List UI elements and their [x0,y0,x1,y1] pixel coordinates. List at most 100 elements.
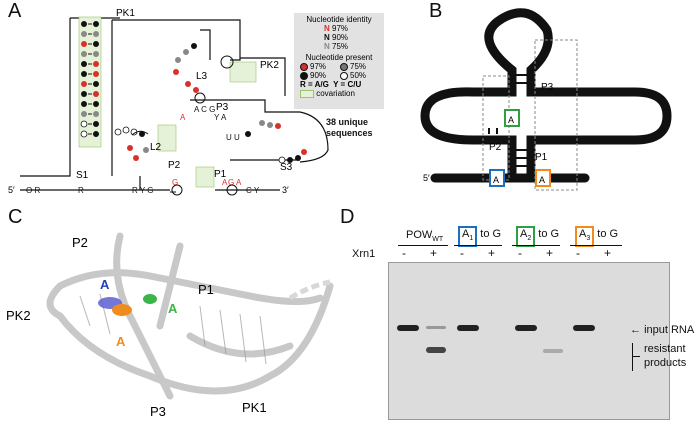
legend-present-item: 50% [340,71,380,80]
svg-text:A: A [180,113,186,122]
l3-label: L3 [196,71,208,82]
legend-identity-rows: N 97%N 90%N 75% [324,24,384,51]
band-wt-plus-product [426,347,446,353]
svg-text:R Y G: R Y G [132,186,154,195]
covariation-swatch [300,89,314,98]
input-rna-annotation: ← input RNA [630,324,694,336]
bracket-icon [632,343,637,371]
legend-identity-row: N 97% [324,24,384,33]
legend-identity-letter: N [324,33,330,42]
lane-8: + [604,246,612,260]
a3-box-label: A [539,175,545,185]
resistant-label-2: products [644,357,687,369]
lane-6: + [546,246,554,260]
legend-code-y: Y = C/U [333,80,362,89]
a2-header-sub: 2 [527,235,532,243]
group-wt-sub: WT [432,236,444,244]
p2-label-b: P2 [489,142,502,153]
a1-header-text: A [462,228,470,240]
p2-label-c: P2 [72,235,88,250]
lane-4: + [488,246,496,260]
a2-box [504,109,520,127]
legend-present-pct: 75% [350,62,367,71]
panel-c-label: C [8,206,23,228]
legend-covariation: covariation [316,89,355,98]
a1-label-c: A [100,277,110,292]
band-a2-plus-product [543,349,563,353]
legend-identity-pct: 75% [332,42,349,51]
secondary-structure-diagram: O R R R Y G C Y G A G A A C G A U U Y A … [8,8,329,196]
panel-c: C A A A P2 PK2 P1 P3 PK1 [0,206,380,429]
a2-header-label: to G [535,228,560,240]
svg-text:A: A [222,178,228,187]
a1-header-sub: 1 [469,235,474,243]
panel-a-label: A [8,0,22,22]
band-a3-minus [573,325,595,331]
legend-identity-row: N 75% [324,42,384,51]
band-a1-minus [457,325,479,331]
crystal-structure-render: A A A P2 PK2 P1 P3 PK1 [6,232,334,419]
lane-3: - [460,246,464,260]
panel-d-label: D [340,206,355,228]
svg-text:U U: U U [226,133,240,142]
svg-text:A C G: A C G [194,105,215,114]
lane-2: + [430,246,438,260]
nucleotide-legend: Nucleotide identity N 97%N 90%N 75% Nucl… [294,13,384,109]
band-wt-minus [397,325,419,331]
pk1-label-c: PK1 [242,400,267,415]
pk2-label-c: PK2 [6,308,31,323]
nucleotide-dots [114,43,307,164]
band-wt-plus-faint [426,326,446,329]
a3-box [535,169,551,187]
input-rna-label: input RNA [644,324,695,336]
group-header-a3: A3 to G [575,226,619,248]
a2-box-label: A [508,115,514,125]
p2-label: P2 [168,160,181,171]
resistant-label-1: resistant [644,343,686,355]
three-prime-label: 3′ [282,185,289,195]
legend-identity-title: Nucleotide identity [306,15,372,24]
a2-header-box: A2 [516,226,536,248]
pk1-stem [78,16,102,148]
svg-text:R: R [78,186,84,195]
svg-text:G A: G A [228,178,242,187]
a3-header-text: A [579,228,587,240]
five-prime-label-b: 5′ [423,173,430,183]
panel-b: B P3 P2 P1 5′ A A A [405,0,700,210]
legend-present-dot [300,62,308,71]
group-header-a2: A2 to G [516,226,560,248]
p1-label: P1 [214,169,227,180]
arrow-left-icon: ← [630,324,641,336]
s3-label: S3 [280,162,293,173]
svg-text:G: G [172,178,178,187]
legend-present-item: 90% [300,71,340,80]
pk1-label: PK1 [116,8,135,19]
lane-7: - [576,246,580,260]
five-prime-label: 5′ [8,185,15,195]
a1-box-label: A [493,175,499,185]
panel-b-label: B [429,0,443,22]
a3-header-box: A3 [575,226,595,248]
lane-1: - [402,246,406,260]
legend-present-dot [300,71,308,80]
legend-present-dot [340,71,348,80]
p3-label: P3 [216,102,229,113]
l2-label: L2 [150,142,162,153]
a1-header-box: A1 [458,226,478,248]
panel-d: D [340,206,700,429]
schematic-diagram: P3 P2 P1 5′ A A A [420,8,672,191]
legend-present-pct: 97% [310,62,327,71]
p3-label-b: P3 [541,82,554,93]
legend-present-dot [340,62,348,71]
legend-identity-pct: 97% [332,24,349,33]
a2-label-c: A [168,301,178,316]
a3-header-sub: 3 [586,235,591,243]
a1-header-label: to G [477,228,502,240]
svg-text:Y A: Y A [214,113,227,122]
panel-a: A [0,0,385,210]
a1-box [489,169,505,187]
a3-header-label: to G [594,228,619,240]
p1-label-b: P1 [535,152,548,163]
a2-header-text: A [520,228,528,240]
legend-identity-letter: N [324,24,330,33]
